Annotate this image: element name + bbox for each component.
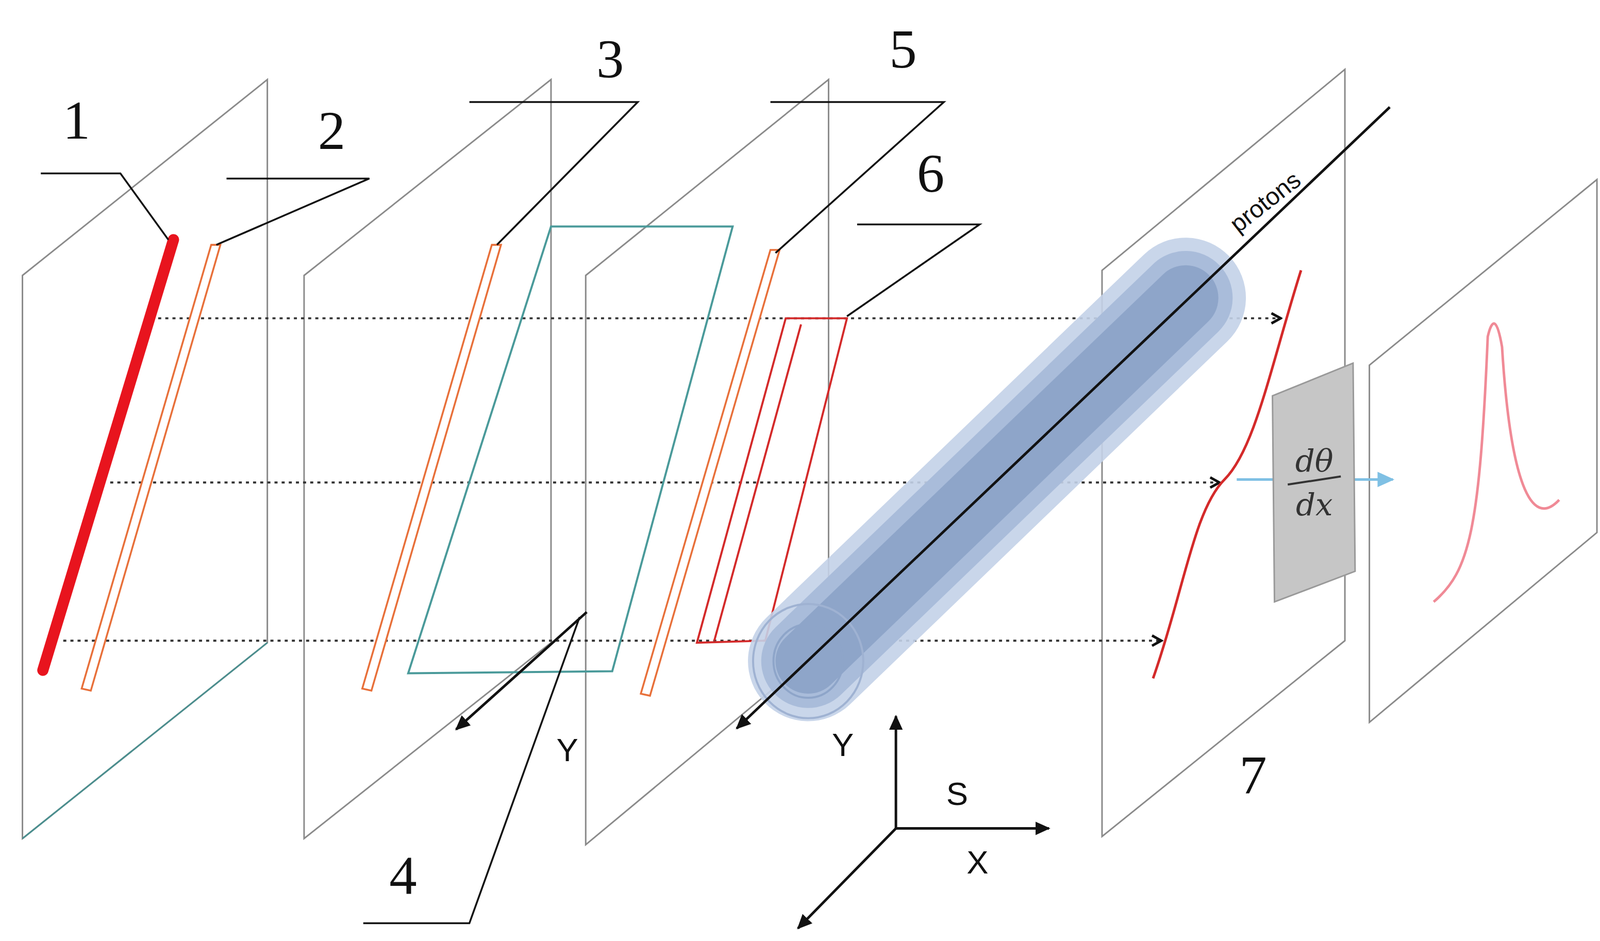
slit-strips: [81, 244, 780, 696]
callout-number: 1: [62, 92, 91, 148]
axes: [797, 716, 1049, 929]
axis-label: Y: [831, 728, 854, 761]
axis-label: Y: [556, 733, 579, 766]
derivative-text: dθ dx: [1282, 438, 1346, 527]
callout-number: 6: [917, 145, 945, 202]
frame: [408, 226, 733, 674]
callout-number: 2: [318, 103, 346, 159]
leader-lines: [40, 102, 980, 924]
callout-number: 5: [889, 21, 917, 77]
derivative-box: dθ dx: [1282, 438, 1346, 527]
callout-number: 4: [389, 847, 417, 904]
plane: [585, 79, 829, 845]
axis-label: X: [966, 845, 989, 879]
derivative-box-shape: [1272, 363, 1356, 603]
planes: [22, 69, 1598, 845]
axis-label: S: [946, 777, 969, 810]
plane: [22, 79, 268, 839]
callout-number: 7: [1239, 747, 1267, 804]
callout-number: 3: [596, 31, 624, 87]
peak-curve: [1433, 323, 1559, 603]
plane: [1369, 179, 1597, 723]
plane: [304, 79, 552, 839]
